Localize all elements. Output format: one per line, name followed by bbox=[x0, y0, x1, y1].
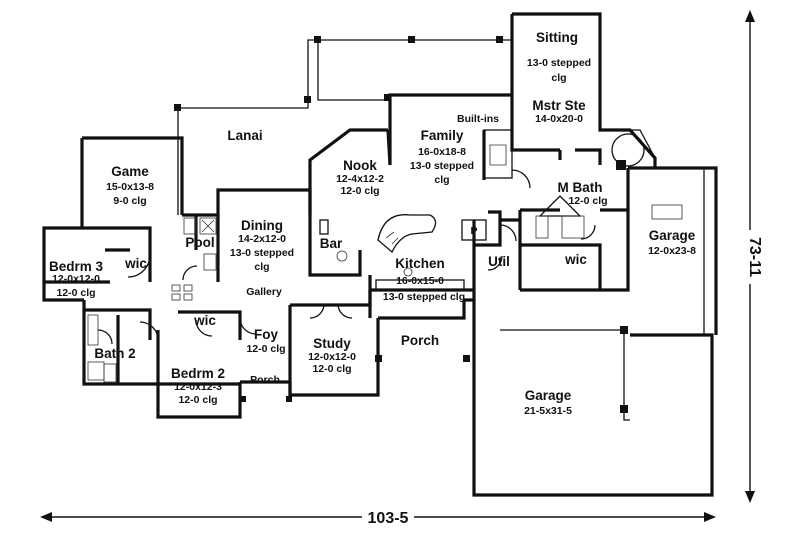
doors bbox=[97, 169, 596, 345]
pool-name: Pool bbox=[185, 235, 214, 250]
bedrm3-name: Bedrm 3 bbox=[49, 259, 104, 274]
family-clg-2: clg bbox=[434, 174, 449, 186]
kitchen-dim: 16-0x15-0 bbox=[396, 275, 444, 287]
game-name: Game bbox=[111, 164, 149, 179]
family-clg: 13-0 stepped bbox=[410, 160, 474, 172]
foy-name: Foy bbox=[254, 327, 278, 342]
study-clg: 12-0 clg bbox=[312, 363, 351, 375]
wic-bedrm2-name: wic bbox=[193, 313, 216, 328]
sitting-clg: 13-0 stepped bbox=[527, 57, 591, 69]
study-name: Study bbox=[313, 336, 351, 351]
dining-clg-2: clg bbox=[254, 261, 269, 273]
family-dim: 16-0x18-8 bbox=[418, 146, 466, 158]
dining-clg: 13-0 stepped bbox=[230, 247, 294, 259]
overall-width-label: 103-5 bbox=[368, 510, 409, 527]
kitchen-name: Kitchen bbox=[395, 256, 445, 271]
dining-dim: 14-2x12-0 bbox=[238, 233, 286, 245]
pantry-label: P bbox=[470, 225, 477, 237]
bedrm3-clg: 12-0 clg bbox=[56, 287, 95, 299]
garage-small-name: Garage bbox=[649, 228, 696, 243]
garage-small-dim: 12-0x23-8 bbox=[648, 245, 696, 257]
garage-large-dim: 21-5x31-5 bbox=[524, 405, 572, 417]
wic-master-name: wic bbox=[564, 252, 587, 267]
bedrm2-dim: 12-0x12-3 bbox=[174, 381, 222, 393]
sitting-clg-2: clg bbox=[551, 72, 566, 84]
foy-clg: 12-0 clg bbox=[246, 343, 285, 355]
m-bath-name: M Bath bbox=[558, 180, 603, 195]
mstr-ste-dim: 14-0x20-0 bbox=[535, 113, 583, 125]
dining-name: Dining bbox=[241, 218, 283, 233]
kitchen-clg: 13-0 stepped clg bbox=[383, 291, 465, 303]
gallery-label: Gallery bbox=[246, 286, 282, 298]
lanai-name: Lanai bbox=[227, 128, 262, 143]
room-labels: Sitting 13-0 stepped clg Mstr Ste 14-0x2… bbox=[49, 30, 696, 417]
wic-bedrm3-name: wic bbox=[124, 256, 147, 271]
mstr-ste-name: Mstr Ste bbox=[532, 98, 586, 113]
nook-clg: 12-0 clg bbox=[340, 185, 379, 197]
bedrm2-clg: 12-0 clg bbox=[178, 394, 217, 406]
bedrm2-name: Bedrm 2 bbox=[171, 366, 225, 381]
overall-depth-label: 73-11 bbox=[746, 237, 763, 277]
nook-name: Nook bbox=[343, 158, 377, 173]
sitting-name: Sitting bbox=[536, 30, 578, 45]
overall-width-dimension: 103-5 bbox=[40, 510, 716, 527]
game-clg: 9-0 clg bbox=[113, 195, 146, 207]
porch-large-name: Porch bbox=[401, 333, 439, 348]
overall-depth-dimension: 73-11 bbox=[745, 10, 763, 503]
nook-dim: 12-4x12-2 bbox=[336, 173, 384, 185]
exterior-walls bbox=[42, 12, 718, 497]
bar-name: Bar bbox=[320, 236, 343, 251]
family-name: Family bbox=[421, 128, 464, 143]
built-ins-label: Built-ins bbox=[457, 113, 499, 125]
garage-large-name: Garage bbox=[525, 388, 572, 403]
porch-small-name: Porch bbox=[250, 374, 280, 386]
lanai-outline bbox=[174, 36, 512, 215]
game-dim: 15-0x13-8 bbox=[106, 181, 154, 193]
util-name: Util bbox=[488, 254, 510, 269]
m-bath-clg: 12-0 clg bbox=[568, 195, 607, 207]
study-dim: 12-0x12-0 bbox=[308, 351, 356, 363]
bath2-name: Bath 2 bbox=[94, 346, 135, 361]
fixtures bbox=[87, 129, 683, 402]
bedrm3-dim: 12-0x12-0 bbox=[52, 273, 100, 285]
